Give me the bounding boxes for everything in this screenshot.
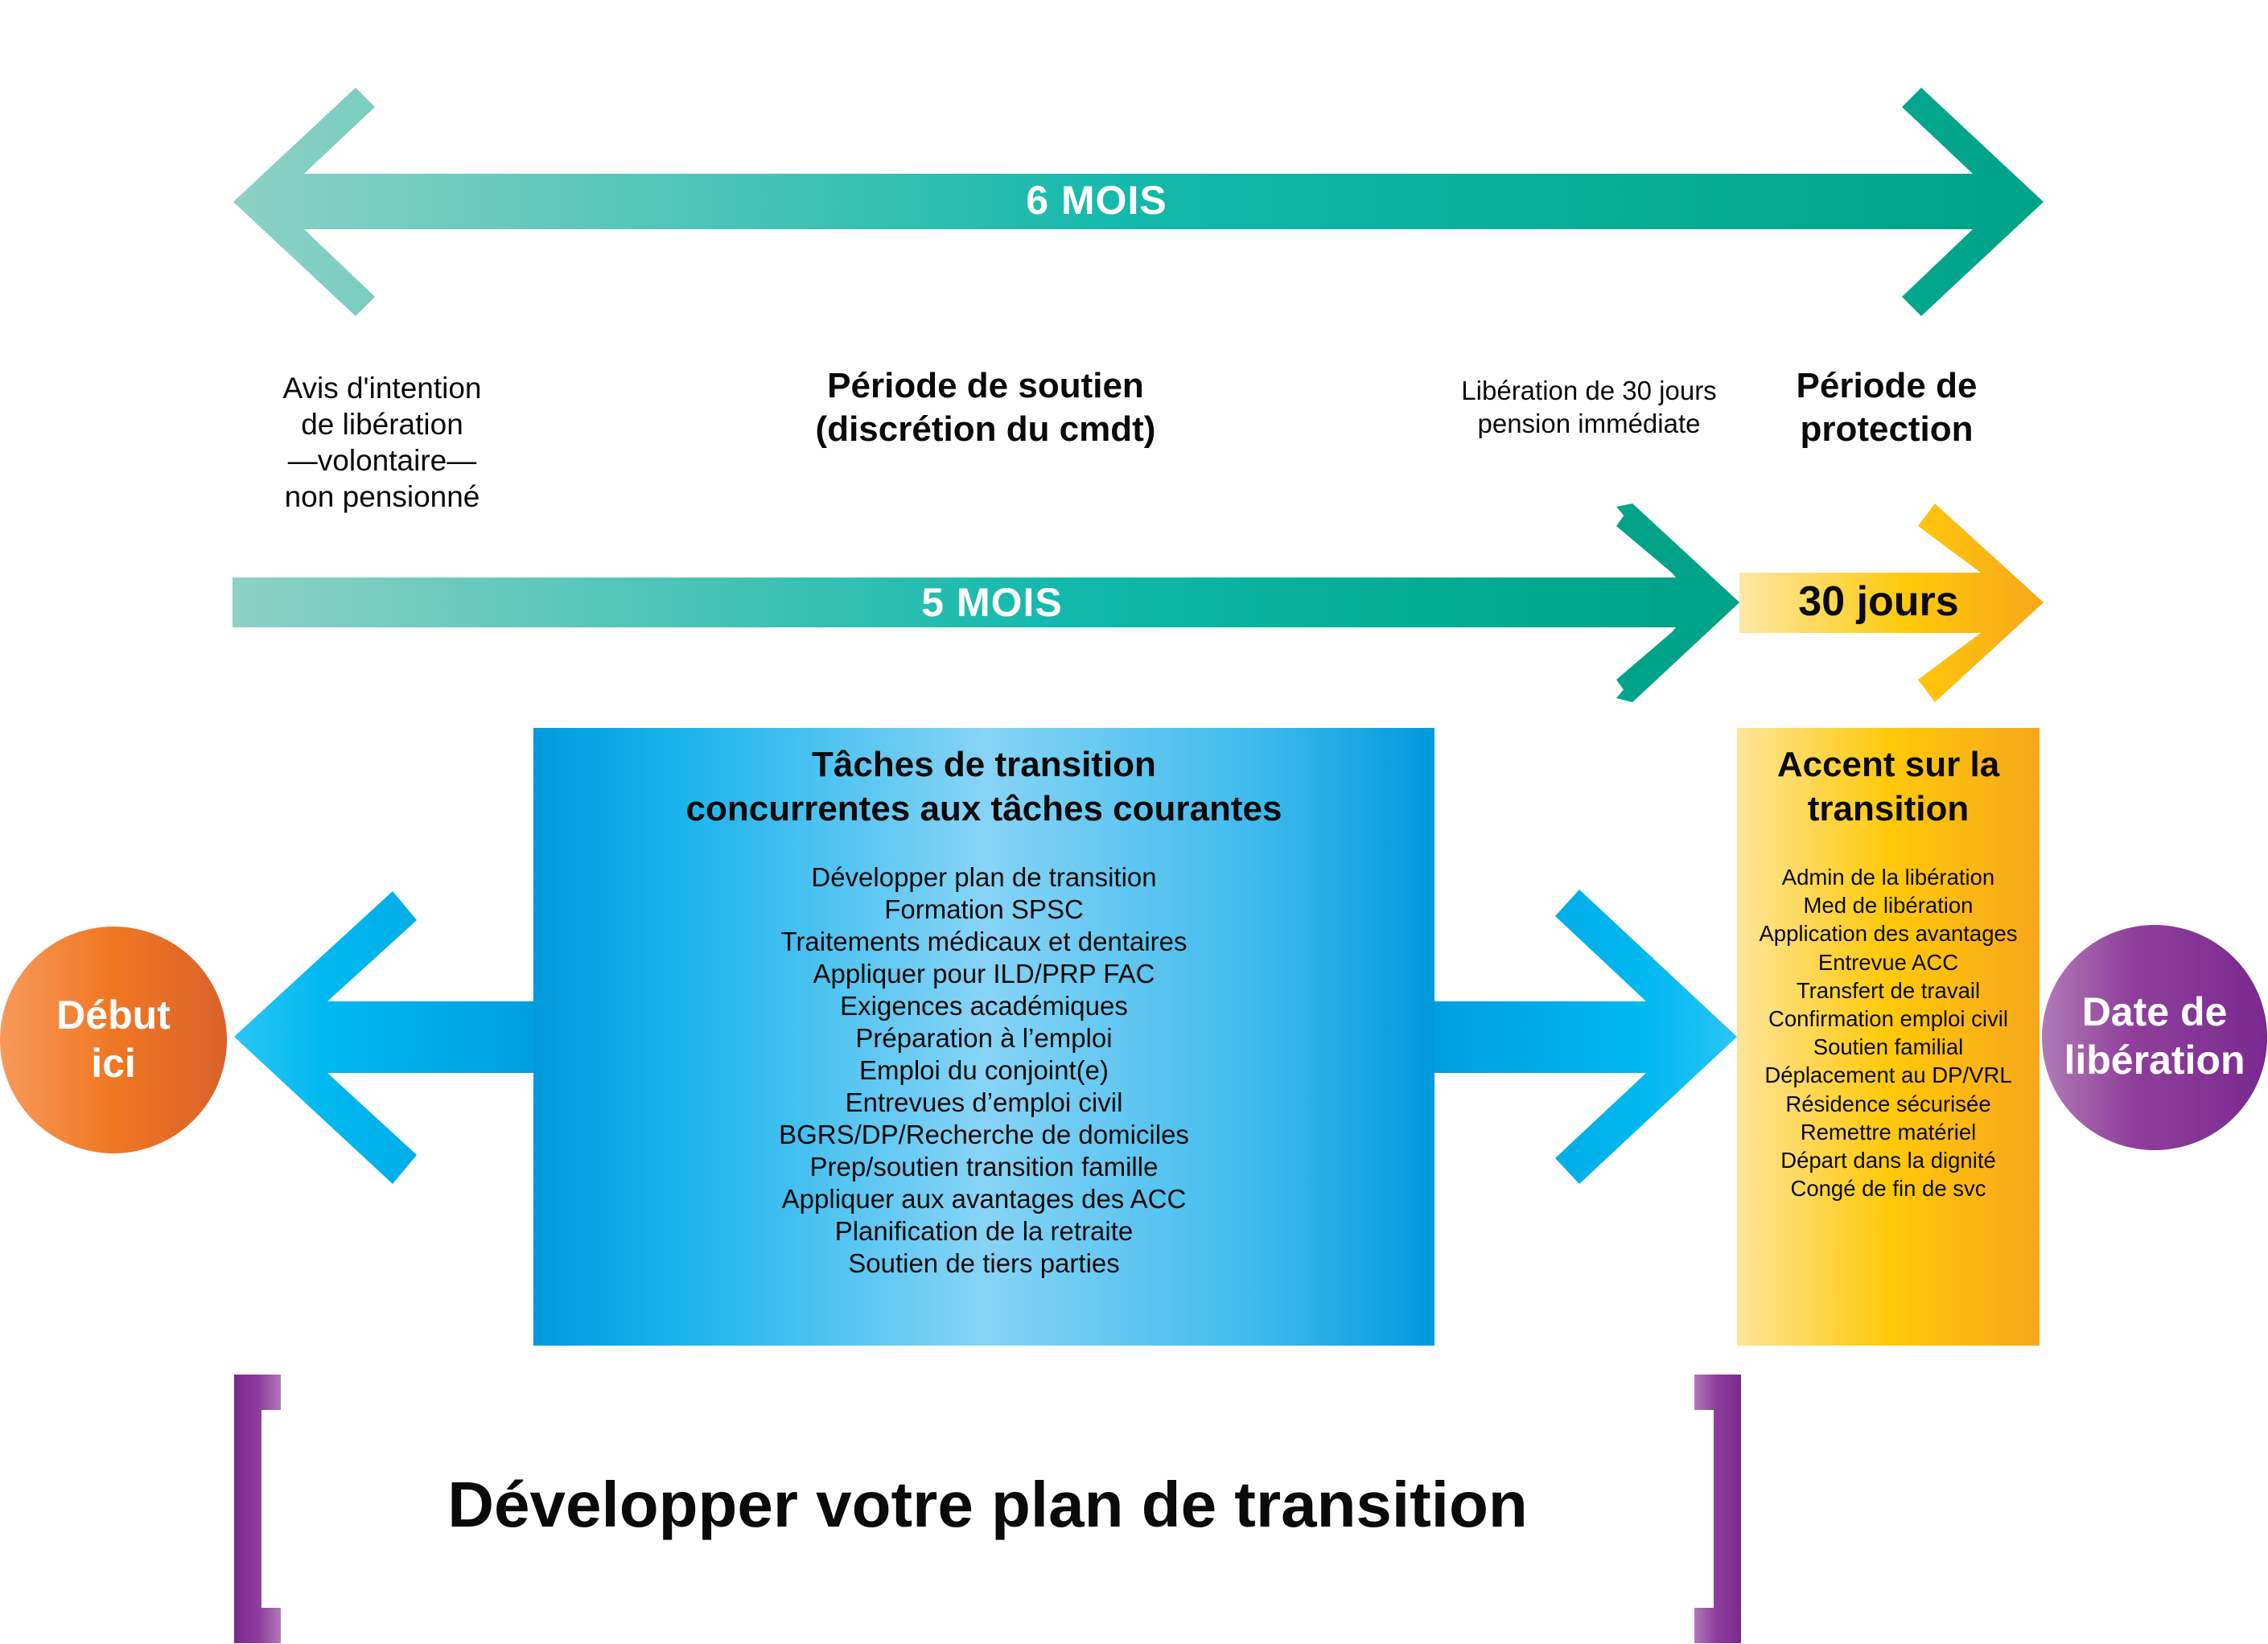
focus-box-background — [1737, 728, 2040, 1346]
phase-release-30: Libération de 30 jours pension immédiate — [1428, 374, 1750, 440]
focus-title-line: transition — [1807, 789, 1970, 828]
task-item: Appliquer pour ILD/PRP FAC — [813, 959, 1155, 988]
phase-notice: Avis d'intention de libération —volontai… — [221, 370, 543, 515]
task-item: Planification de la retraite — [834, 1216, 1134, 1246]
start-circle-shape — [0, 927, 227, 1153]
focus-item: Remettre matériel — [1800, 1119, 1977, 1145]
phase-protection: Période de protection — [1726, 364, 2048, 451]
tasks-title-line: concurrentes aux tâches courantes — [685, 789, 1282, 828]
task-item: Développer plan de transition — [811, 862, 1157, 892]
tasks-box-title: Tâches de transition concurrentes aux tâ… — [533, 742, 1434, 831]
blue-double-arrow — [234, 890, 1737, 1184]
phase-support-line: (discrétion du cmdt) — [815, 409, 1156, 449]
focus-list: Admin de la libération Med de libération… — [1737, 863, 2040, 1202]
task-item: Emploi du conjoint(e) — [859, 1055, 1109, 1085]
task-item: Prep/soutien transition famille — [809, 1152, 1159, 1182]
task-item: Préparation à l’emploi — [855, 1023, 1113, 1053]
six-month-arrow-shape — [233, 88, 2044, 316]
task-item: Entrevues d’emploi civil — [845, 1087, 1123, 1117]
task-item: Appliquer aux avantages des ACC — [781, 1184, 1187, 1214]
phase-release-line: Libération de 30 jours — [1461, 376, 1717, 405]
left-bracket — [234, 1375, 281, 1643]
phase-notice-line: non pensionné — [284, 480, 480, 513]
focus-item: Transfert de travail — [1796, 977, 1981, 1003]
blue-arrow-right — [1434, 890, 1737, 1184]
task-item: BGRS/DP/Recherche de domiciles — [779, 1120, 1189, 1149]
start-circle-line: ici — [91, 1041, 136, 1086]
six-month-arrow — [233, 88, 2044, 316]
focus-item: Confirmation emploi civil — [1768, 1006, 2008, 1032]
thirty-day-arrow-shape — [1739, 503, 2044, 702]
focus-item: Soutien familial — [1813, 1034, 1964, 1060]
five-month-arrow-head — [1616, 503, 1739, 702]
thirty-day-label: 30 jours — [1798, 578, 1959, 625]
phase-notice-line: Avis d'intention — [282, 372, 482, 405]
five-month-label: 5 MOIS — [921, 580, 1063, 625]
end-circle-line: libération — [2064, 1038, 2245, 1083]
focus-box: Accent sur la transition Admin de la lib… — [1737, 742, 2040, 1202]
focus-item: Départ dans la dignité — [1780, 1148, 1996, 1173]
focus-item: Application des avantages — [1759, 921, 2018, 947]
phase-notice-line: —volontaire— — [287, 444, 477, 477]
task-item: Soutien de tiers parties — [848, 1248, 1120, 1278]
phase-support: Période de soutien (discrétion du cmdt) — [744, 364, 1227, 451]
focus-item: Congé de fin de svc — [1790, 1176, 1986, 1202]
six-month-label: 6 MOIS — [1026, 178, 1167, 223]
end-circle: Date de libération — [2042, 988, 2267, 1084]
five-month-arrow-shape — [233, 503, 1739, 702]
task-item: Traitements médicaux et dentaires — [780, 927, 1188, 956]
task-item: Exigences académiques — [840, 991, 1128, 1021]
phase-release-line: pension immédiate — [1477, 409, 1701, 438]
tasks-box: Tâches de transition concurrentes aux tâ… — [533, 742, 1434, 1280]
start-circle-line: Début — [56, 993, 171, 1038]
focus-item: Déplacement au DP/VRL — [1764, 1062, 2012, 1088]
phase-support-line: Période de soutien — [827, 366, 1144, 405]
thirty-day-arrow — [1739, 503, 2044, 702]
start-circle: Début ici — [0, 991, 227, 1087]
task-item: Formation SPSC — [884, 894, 1084, 924]
bottom-title: Développer votre plan de transition — [447, 1469, 1528, 1540]
end-circle-line: Date de — [2081, 989, 2228, 1034]
phase-notice-line: de libération — [301, 408, 463, 441]
focus-item: Admin de la libération — [1781, 865, 1995, 890]
tasks-box-background — [533, 728, 1434, 1346]
focus-item: Entrevue ACC — [1817, 949, 1959, 975]
phase-protection-line: protection — [1800, 409, 1974, 449]
tasks-title-line: Tâches de transition — [812, 745, 1156, 784]
five-month-arrow — [233, 503, 1739, 702]
right-bracket — [1694, 1375, 1741, 1643]
focus-item: Résidence sécurisée — [1785, 1091, 1991, 1116]
focus-box-title: Accent sur la transition — [1737, 742, 2040, 831]
focus-title-line: Accent sur la — [1776, 745, 2000, 784]
phase-protection-line: Période de — [1796, 366, 1978, 405]
end-circle-shape — [2042, 925, 2267, 1150]
tasks-list: Développer plan de transition Formation … — [533, 861, 1434, 1280]
focus-item: Med de libération — [1803, 893, 1974, 919]
blue-arrow-left — [234, 891, 533, 1184]
